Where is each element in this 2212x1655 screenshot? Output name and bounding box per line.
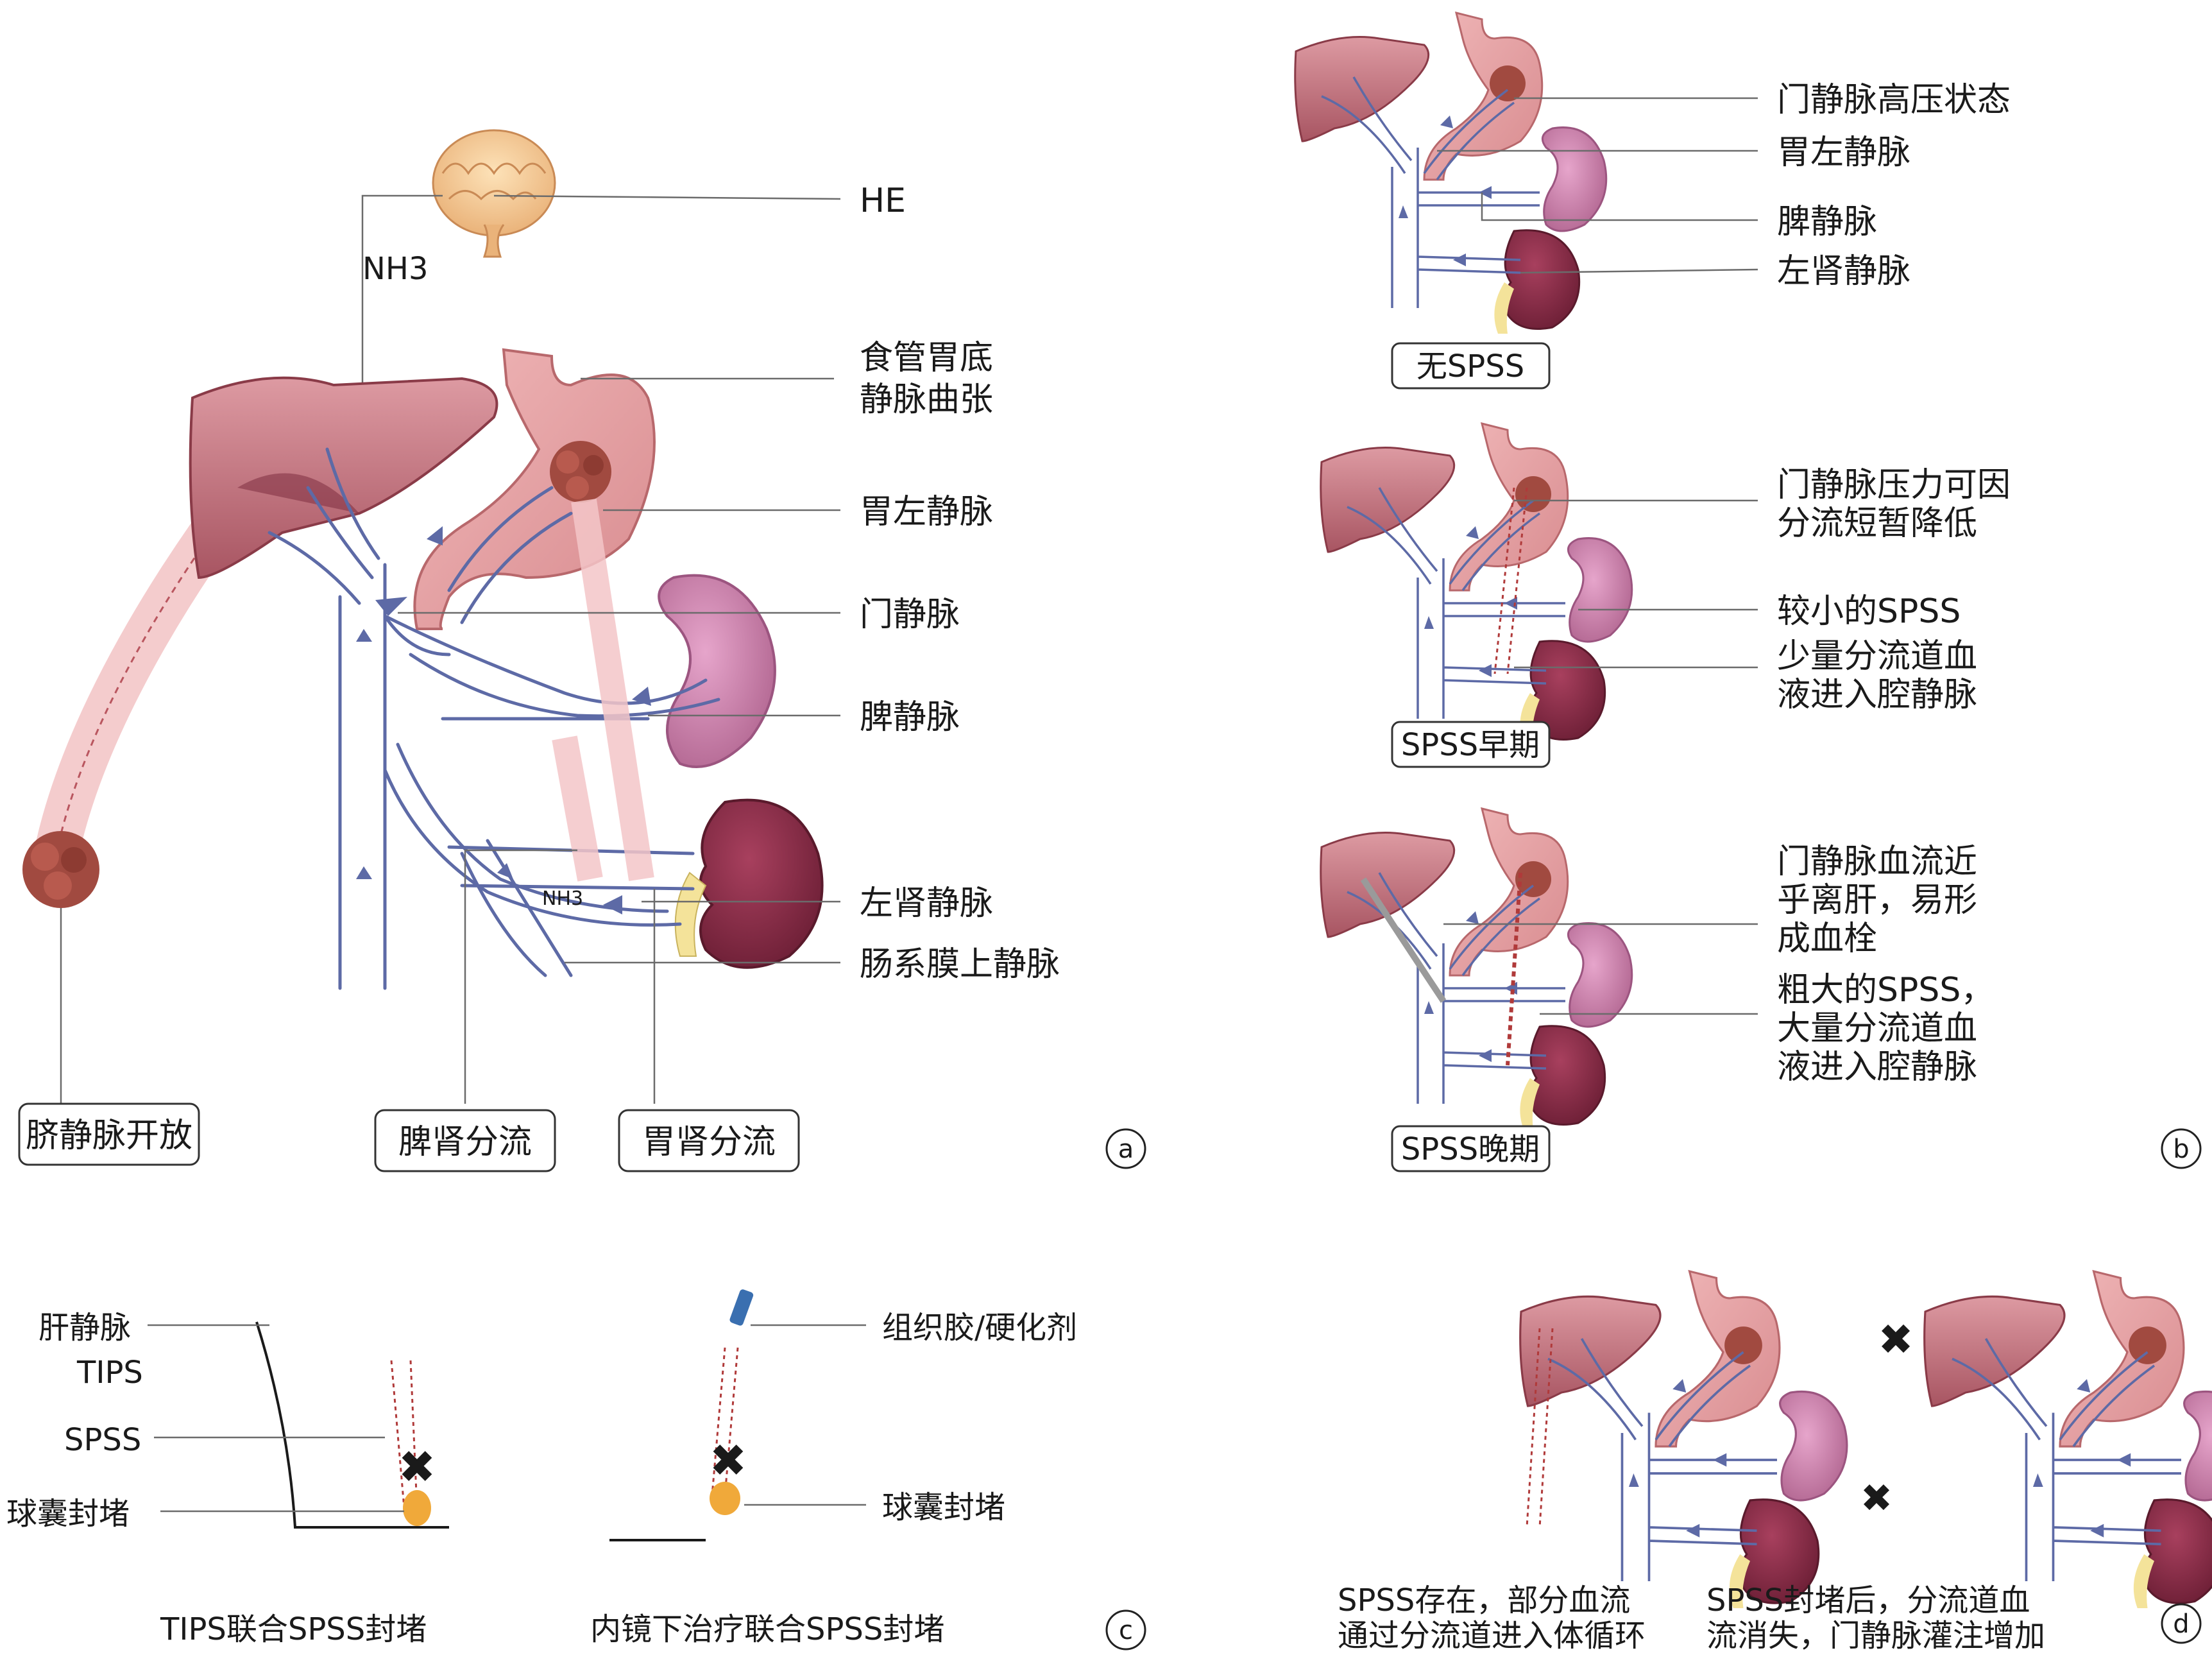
- label-splenic: 脾静脉: [860, 698, 960, 737]
- gastrorenal-collateral: [571, 498, 654, 882]
- label-nh3-top: NH3: [362, 251, 429, 287]
- b2-label-3: 少量分流道血: [1777, 637, 1977, 676]
- b3-label-5: 液进入腔静脉: [1777, 1048, 1977, 1086]
- balloon-icon-2: [710, 1482, 740, 1515]
- umbilical-varix-icon: [22, 831, 99, 908]
- b1-label-3: 左肾静脉: [1777, 252, 1910, 291]
- open-shunt: [1526, 1328, 1554, 1528]
- b1-label-1: 胃左静脉: [1777, 133, 1910, 172]
- b3-label-0: 门静脉血流近: [1777, 843, 1977, 881]
- label-he: HE: [860, 182, 906, 220]
- stage2-shunt: [1493, 487, 1528, 674]
- b1-label-0: 门静脉高压状态: [1777, 81, 2011, 119]
- b1-label-2: 脾静脉: [1777, 203, 1877, 241]
- block-x-icon-4: ✖: [1860, 1476, 1893, 1521]
- panel-marker-c: [1105, 1609, 1146, 1651]
- spleen-icon: [658, 574, 776, 768]
- c-label-balloon: 球囊封堵: [6, 1496, 130, 1532]
- box-gastrorenal-text: 胃肾分流: [642, 1123, 776, 1162]
- c-label-glue: 组织胶/硬化剂: [882, 1310, 1077, 1346]
- balloon-icon: [403, 1490, 431, 1526]
- kidney-icon: [699, 798, 824, 969]
- c-label-balloon-2: 球囊封堵: [882, 1489, 1005, 1525]
- box-splenorenal: [374, 1109, 556, 1172]
- panel-b: 门静脉高压状态 胃左静脉 脾静脉 左肾静脉 无SPSS 门静脉压力可因 分流短暂…: [1294, 11, 2202, 1172]
- block-x-icon-2: ✖: [710, 1434, 747, 1487]
- ureter: [674, 871, 707, 957]
- d-caption-right-1: SPSS封堵后，分流道血: [1706, 1582, 2030, 1618]
- b2-label-1: 分流短暂降低: [1777, 504, 1977, 543]
- leader-nh3: [361, 194, 443, 424]
- label-renal: 左肾静脉: [860, 884, 993, 923]
- panel-marker-d-text: d: [2173, 1609, 2189, 1639]
- c-caption-left: TIPS联合SPSS封堵: [160, 1611, 427, 1647]
- block-x-icon: ✖: [398, 1441, 436, 1493]
- b3-label-1: 乎离肝，易形: [1777, 881, 1977, 920]
- panel-marker-a-text: a: [1118, 1135, 1134, 1164]
- b3-label-2: 成血栓: [1777, 920, 1877, 958]
- box-umbilical-text: 脐静脉开放: [26, 1117, 192, 1155]
- block-x-icon-3: ✖: [1878, 1315, 1913, 1364]
- c-caption-right: 内镜下治疗联合SPSS封堵: [590, 1611, 944, 1647]
- b3-label-3: 粗大的SPSS，: [1777, 971, 1994, 1009]
- esophageal-varix-icon: [550, 441, 611, 502]
- box-umbilical: [18, 1102, 200, 1166]
- label-nh3-shunt: NH3: [542, 888, 583, 910]
- label-smv: 肠系膜上静脉: [860, 945, 1060, 984]
- box-gastrorenal: [618, 1109, 800, 1172]
- b3-label-4: 大量分流道血: [1777, 1009, 1977, 1048]
- b2-label-4: 液进入腔静脉: [1777, 676, 1977, 714]
- label-varix-2: 静脉曲张: [860, 381, 993, 419]
- panel-marker-b: [2161, 1128, 2202, 1169]
- b2-label-0: 门静脉压力可因: [1777, 466, 2011, 504]
- leader-splenorenal: [464, 849, 577, 1104]
- d-caption-left-2: 通过分流道进入体循环: [1338, 1618, 1646, 1654]
- d-caption-right-2: 流消失，门静脉灌注增加: [1706, 1618, 2045, 1654]
- panel-marker-a: [1105, 1128, 1146, 1169]
- panel-marker-c-text: c: [1119, 1616, 1133, 1645]
- c-label-spss: SPSS: [64, 1422, 141, 1458]
- panel-marker-d: [2161, 1603, 2202, 1644]
- b2-label-2: 较小的SPSS: [1777, 592, 1961, 631]
- c-label-hepatic: 肝静脉: [38, 1310, 131, 1346]
- b2-box: SPSS早期: [1401, 727, 1540, 763]
- d-caption-left-1: SPSS存在，部分血流: [1338, 1582, 1630, 1618]
- box-splenorenal-text: 脾肾分流: [398, 1123, 532, 1162]
- brain-icon: [432, 129, 556, 258]
- mini-anatomy-endo: [1923, 1270, 2212, 1609]
- liver-icon: [189, 376, 498, 579]
- stage3-thrombus: [1360, 877, 1447, 1003]
- tips-catheter: [255, 1321, 449, 1529]
- mini-anatomy-stage2: [1320, 422, 1633, 746]
- syringe-icon: [729, 1289, 754, 1326]
- mini-anatomy-tips: [1519, 1270, 1848, 1609]
- label-portal: 门静脉: [860, 596, 960, 634]
- panel-a: HE NH3: [18, 129, 1146, 1172]
- mini-anatomy-stage3: [1320, 807, 1633, 1131]
- flow-arrows: [356, 526, 651, 914]
- mini-anatomy-stage1: [1294, 11, 1608, 334]
- b1-box: 无SPSS: [1417, 348, 1524, 384]
- label-varix-1: 食管胃底: [860, 339, 993, 377]
- splenorenal-collateral: [552, 735, 603, 882]
- b3-box: SPSS晚期: [1401, 1131, 1540, 1167]
- leader-he: [493, 194, 841, 200]
- label-left-gastric: 胃左静脉: [860, 493, 993, 531]
- panel-d: SPSS存在，部分血流 通过分流道进入体循环 ✖ ✖ SPSS封堵后，分流道血 …: [1338, 1315, 2202, 1654]
- panel-marker-b-text: b: [2173, 1135, 2189, 1164]
- panel-c: ✖ 肝静脉 TIPS SPSS 球囊封堵 TIPS联合SPSS封堵 ✖ 组织胶/…: [6, 1270, 2212, 1651]
- c-label-tips: TIPS: [76, 1355, 143, 1391]
